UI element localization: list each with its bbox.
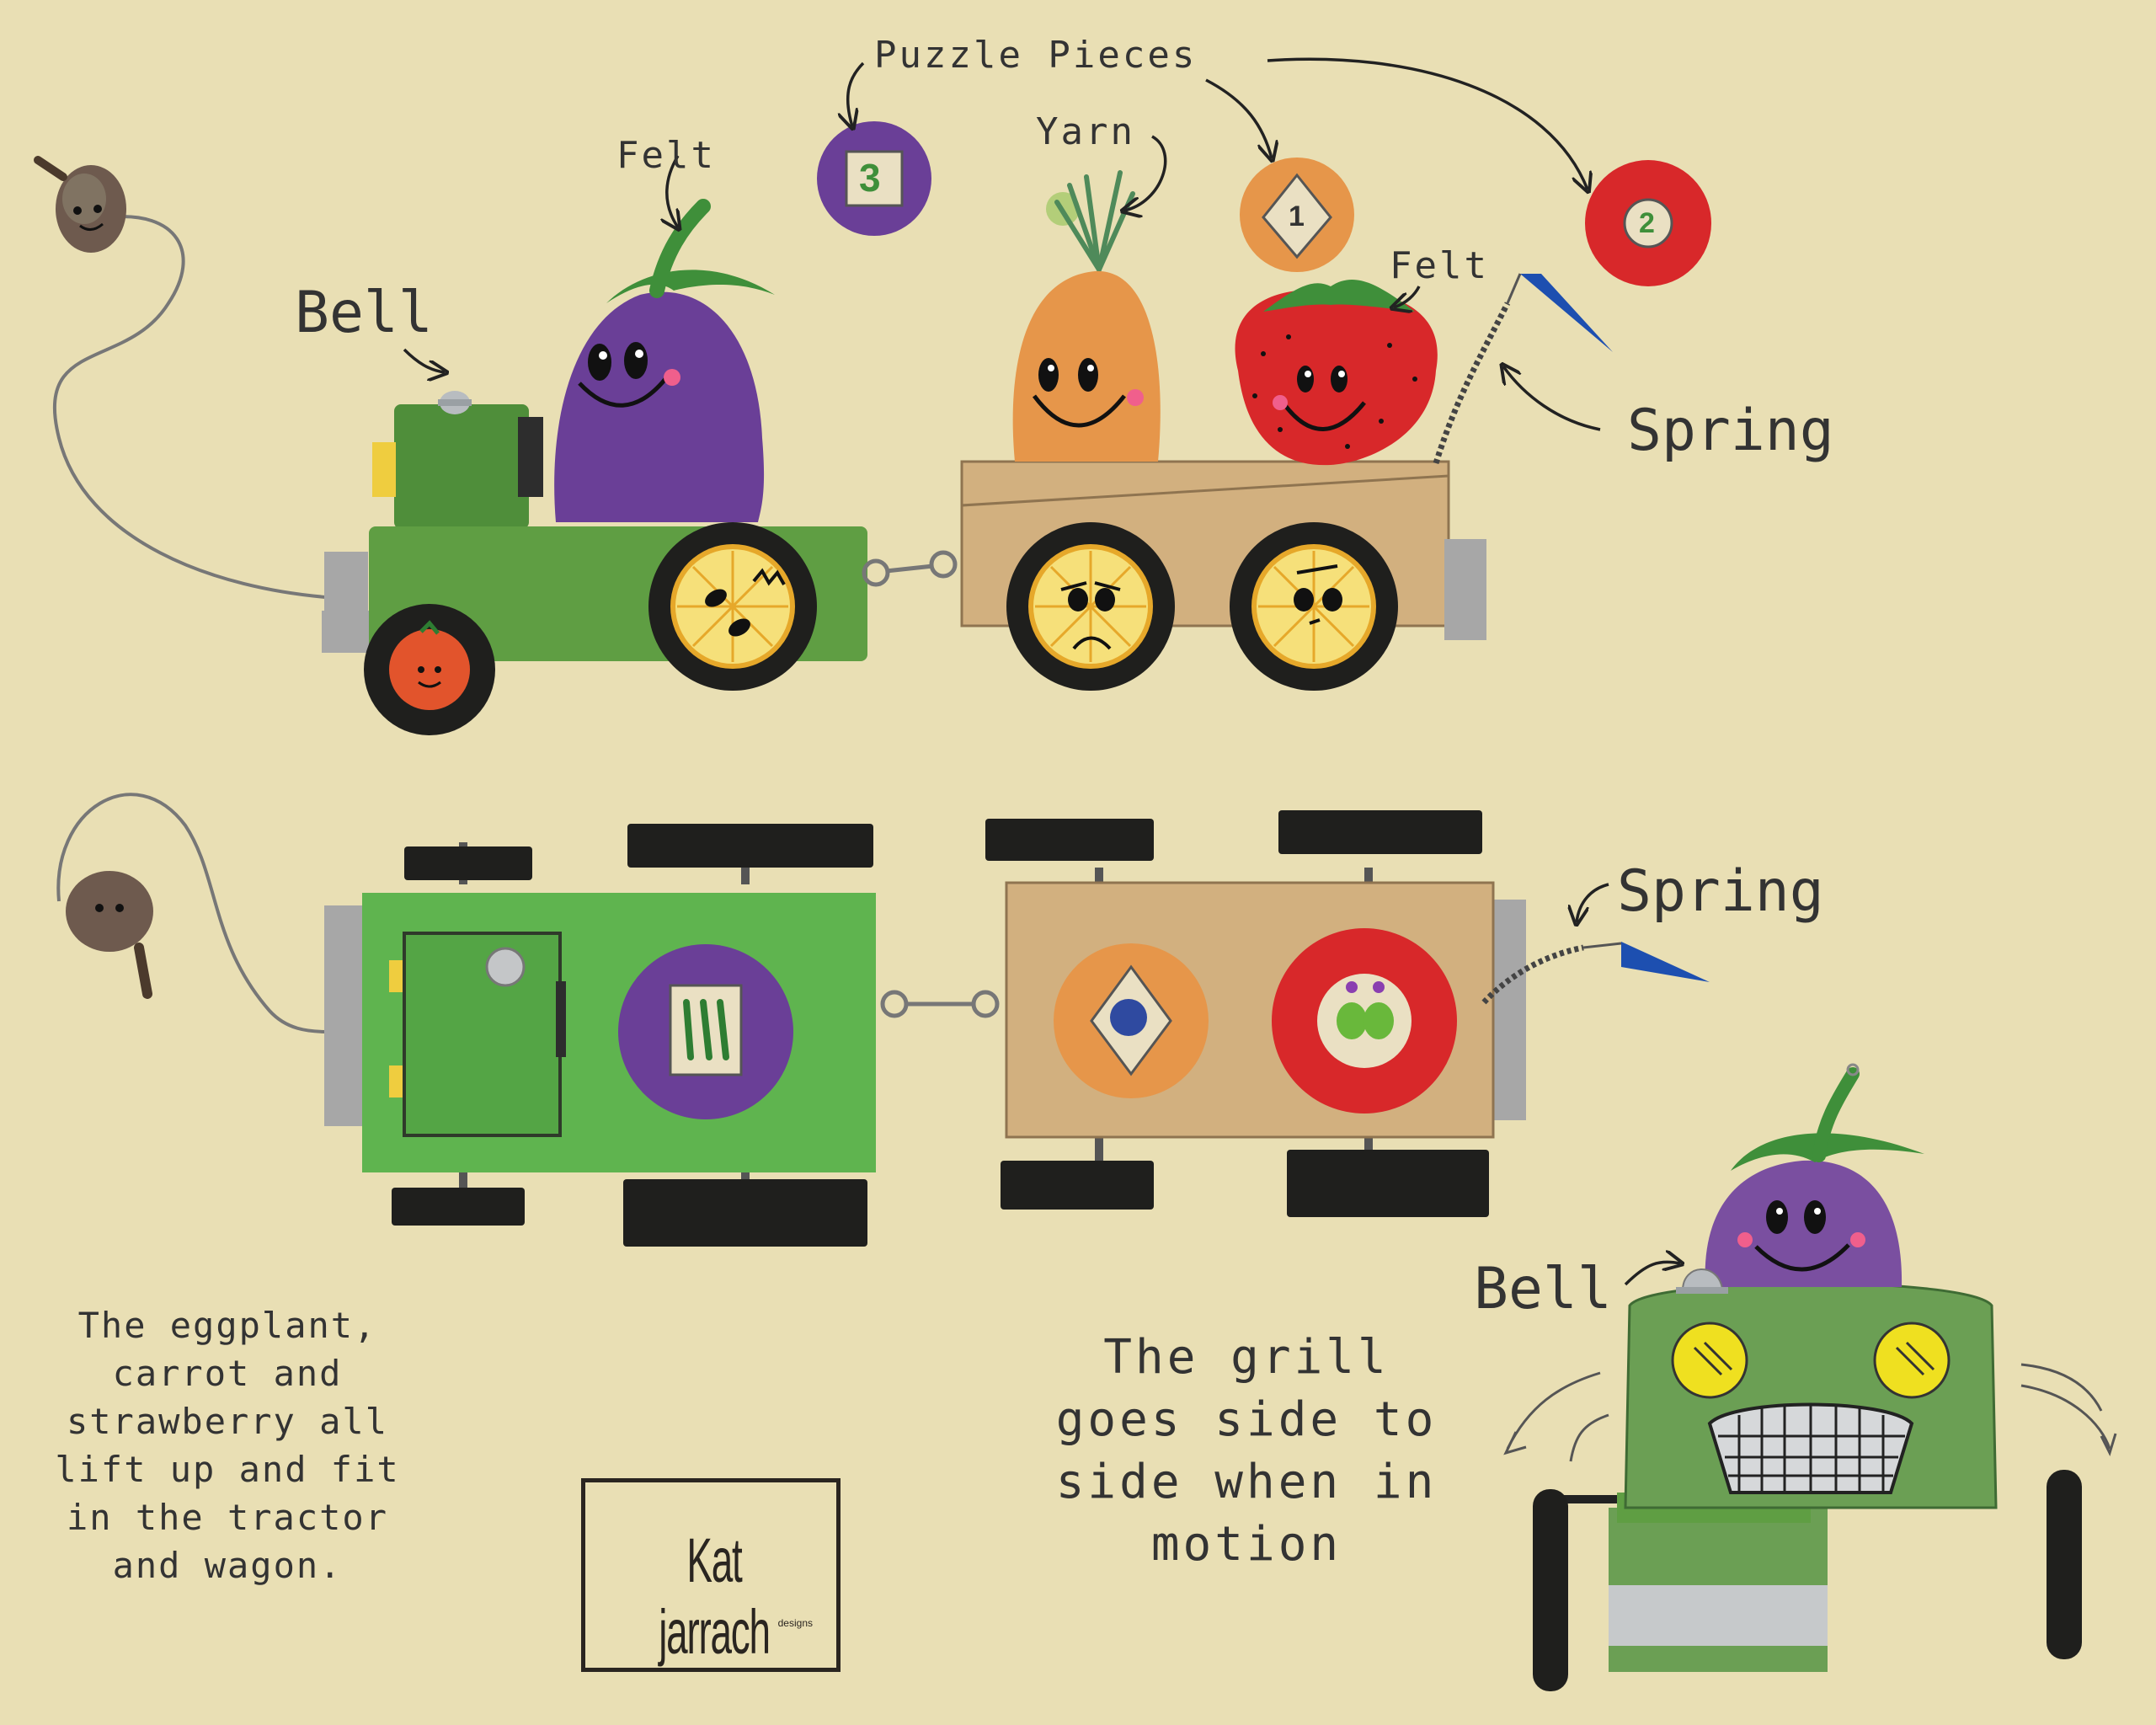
puzzle-number-2: 2 [1639,207,1655,239]
fig-pull-toy-middle[interactable] [56,793,329,1033]
puzzle-piece-1[interactable] [1240,158,1354,272]
logo-sub: designs [777,1617,813,1629]
puzzle-piece-3[interactable] [817,121,931,236]
puzzle-number-1: 1 [1289,200,1305,232]
label-spring-middle: Spring [1617,858,1824,925]
tractor-side-view [322,391,867,735]
eggplant-character[interactable] [554,199,775,522]
puzzle-number-3: 3 [859,156,881,200]
tractor-front-view [1503,1282,2117,1691]
spring-flag-middle[interactable] [1481,942,1710,1005]
grill[interactable] [1707,1402,1914,1494]
hitch-middle [880,990,1000,1018]
logo: Kat jarrach designs [581,1478,841,1672]
annotation-arrows-top [403,57,1601,431]
puzzle-piece-2[interactable] [1585,160,1711,286]
label-bell-top: Bell [295,280,433,346]
lemon-face-dizzy [705,568,786,637]
lemon-face-sad [1060,581,1121,650]
logo-name: Kat jarrach [659,1525,771,1667]
eggplant-front-view[interactable] [1705,1063,1924,1287]
label-puzzle-pieces: Puzzle Pieces [874,34,1198,77]
wagon-side-view [960,460,1486,692]
spring-flag-top[interactable] [1433,273,1613,465]
note-lift-up: The eggplant, carrot and strawberry all … [55,1305,400,1586]
bell-front-view[interactable] [1676,1268,1728,1294]
lemon-face-skeptical [1294,564,1342,625]
hitch-top [862,550,958,587]
label-felt-eggplant: Felt [616,134,716,177]
label-bell-bottom: Bell [1474,1256,1612,1322]
label-spring-top: Spring [1627,398,1834,464]
wagon-top-view [985,810,1526,1217]
note-grill-motion: The grill goes side to side when in moti… [1055,1330,1438,1572]
carrot-character[interactable] [1012,170,1161,462]
label-felt-strawberry: Felt [1390,244,1489,287]
fig-pull-toy-top[interactable] [34,156,338,600]
tractor-top-view [324,824,876,1247]
label-yarn: Yarn [1036,110,1135,153]
strawberry-character[interactable] [1235,279,1438,466]
